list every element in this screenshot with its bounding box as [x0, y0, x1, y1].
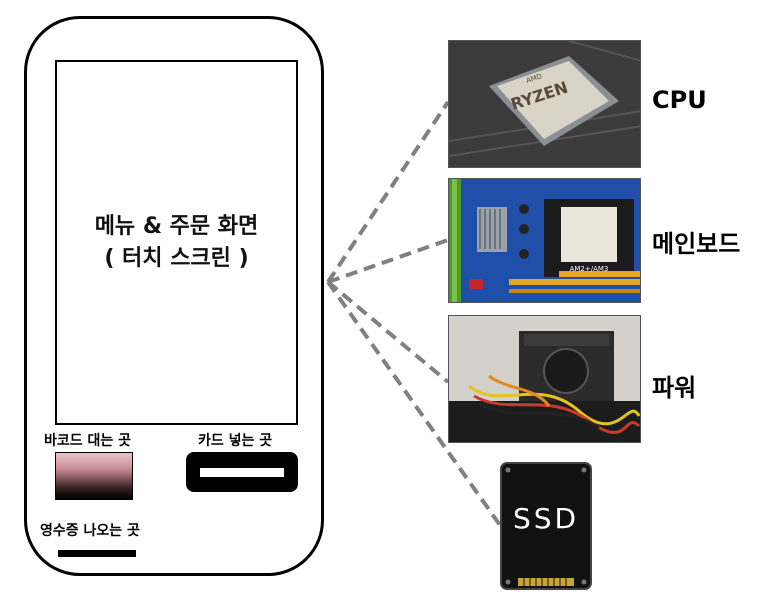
mainboard-label: 메인보드 — [652, 230, 741, 258]
power-image — [448, 315, 641, 443]
connector-cpu — [326, 100, 450, 284]
barcode-label: 바코드 대는 곳 — [44, 433, 132, 449]
mainboard-image: AM2+/AM3 — [448, 178, 641, 303]
card-slot-label: 카드 넣는 곳 — [198, 433, 273, 449]
kiosk-outline — [24, 16, 324, 576]
cpu-label: CPU — [652, 86, 707, 114]
ssd-image: SSD — [500, 462, 592, 590]
receipt-label: 영수증 나오는 곳 — [40, 523, 140, 539]
ssd-label: SSD — [512, 502, 580, 535]
power-label: 파워 — [652, 374, 697, 402]
barcode-scanner[interactable] — [55, 452, 133, 500]
connector-power — [326, 280, 450, 384]
screen-subtitle: ( 터치 스크린 ) — [104, 245, 249, 271]
connector-mainboard — [327, 238, 449, 284]
receipt-slot — [58, 550, 136, 557]
screen-title: 메뉴 & 주문 화면 — [94, 213, 259, 239]
mainboard-socket-text: AM2+/AM3 — [570, 265, 609, 273]
cpu-image: RYZEN AMD — [448, 40, 641, 168]
card-slot-opening — [200, 468, 284, 477]
touch-screen[interactable]: 메뉴 & 주문 화면 ( 터치 스크린 ) — [55, 60, 298, 425]
connector-ssd — [326, 280, 504, 530]
